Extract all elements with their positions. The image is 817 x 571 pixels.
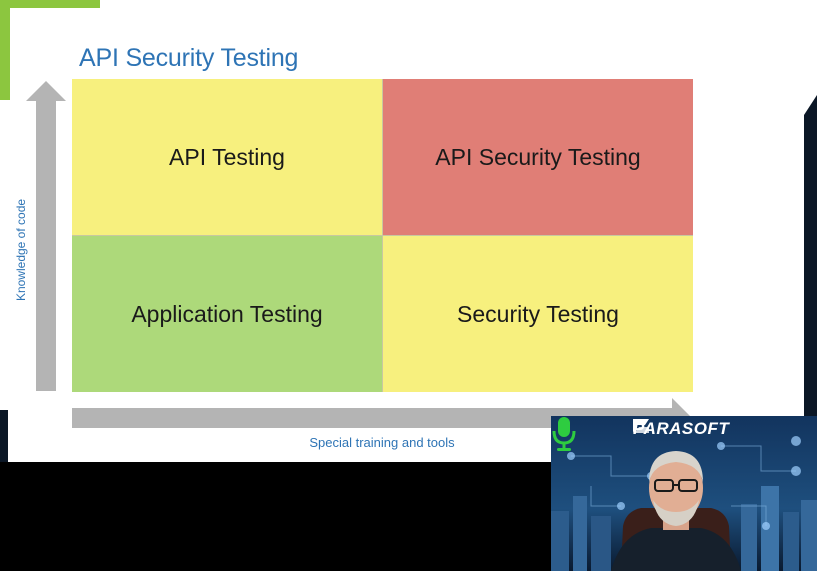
microphone-icon[interactable] [551,416,577,452]
quadrant-matrix: API Testing API Security Testing Applica… [72,79,693,392]
parasoft-logo: PARASOFT [633,419,729,439]
quadrant-api-security-testing: API Security Testing [383,79,693,236]
slide-left-edge [0,410,8,462]
y-axis-label: Knowledge of code [14,198,28,302]
webcam-feed: PARASOFT [551,416,817,571]
slide-title: API Security Testing [79,44,299,72]
webcam-background [551,416,817,571]
quadrant-application-testing: Application Testing [72,236,383,392]
presentation-slide: API Security Testing Knowledge of code S… [0,0,817,462]
y-axis-arrow [26,81,66,391]
parasoft-mark-icon [633,419,649,433]
x-axis-arrow [72,398,692,438]
x-axis-label: Special training and tools [309,435,455,450]
slide-right-edge [804,95,817,462]
slide-corner-accent [0,0,100,100]
parasoft-brand-text: PARASOFT [633,419,730,438]
quadrant-api-testing: API Testing [72,79,383,236]
quadrant-security-testing: Security Testing [383,236,693,392]
